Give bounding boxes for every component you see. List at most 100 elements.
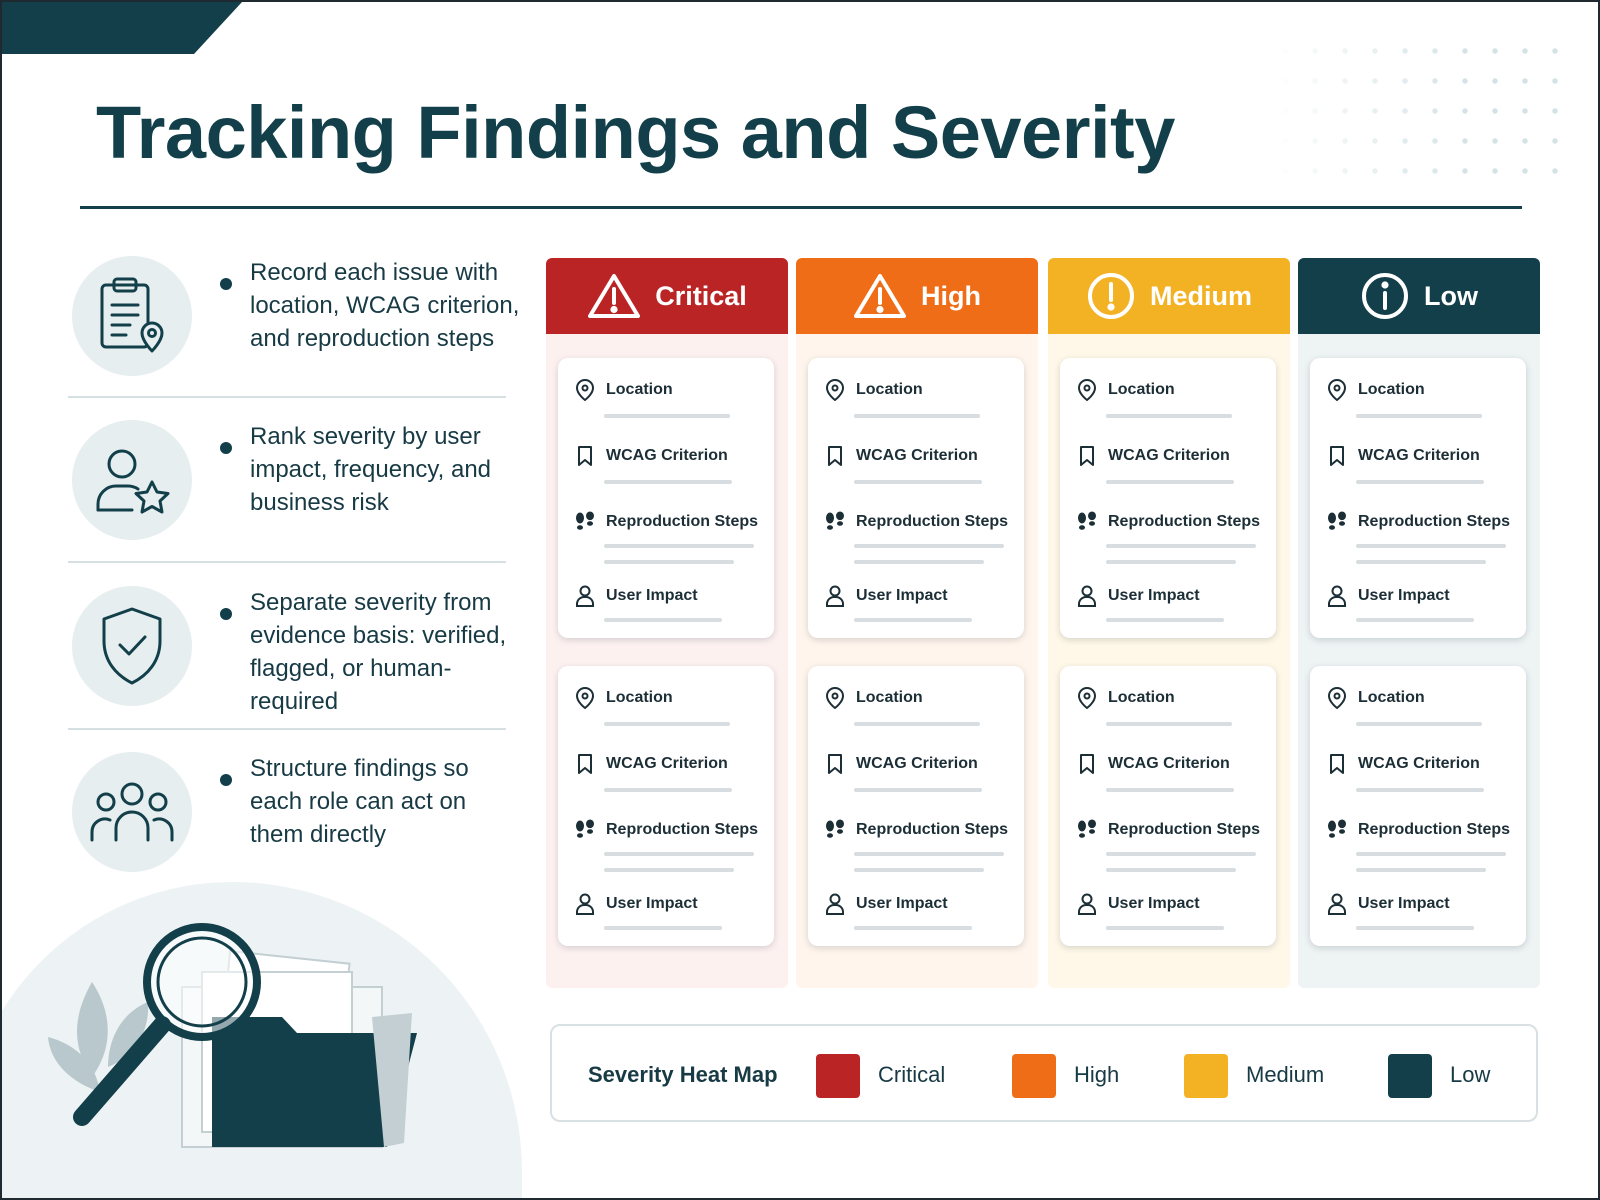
field-location: Location [824,376,923,404]
placeholder-line [1106,414,1232,418]
column-title: Low [1424,280,1478,311]
bullet-dot [220,608,232,620]
location-pin-icon [824,379,846,401]
footsteps-icon [574,511,596,533]
bullet-dot [220,278,232,290]
placeholder-line [1106,788,1234,792]
shield-check-icon [72,586,192,706]
footsteps-icon [824,511,846,533]
field-label: Location [1108,689,1175,706]
bullet-row-separate: Separate severity from evidence basis: v… [68,586,506,736]
placeholder-line [604,618,722,622]
bullet-text: Rank severity by user impact, frequency,… [250,423,492,516]
field-label: User Impact [606,587,698,604]
bullet-dot [220,774,232,786]
field-label: Location [856,689,923,706]
placeholder-line [854,868,984,872]
corner-accent-band [2,2,242,54]
field-wcag: WCAG Criterion [1326,442,1480,470]
bookmark-icon [1326,753,1348,775]
field-label: Location [606,381,673,398]
field-label: WCAG Criterion [1358,447,1480,464]
field-label: Reproduction Steps [856,513,1009,530]
field-wcag: WCAG Criterion [574,750,728,778]
title-divider [80,206,1522,209]
placeholder-line [1356,414,1482,418]
placeholder-line [1356,852,1506,856]
bookmark-icon [1076,753,1098,775]
page-title: Tracking Findings and Severity [96,91,1175,174]
row-divider [68,728,506,730]
field-impact: User Impact [574,582,698,610]
field-wcag: WCAG Criterion [574,442,728,470]
placeholder-line [854,852,1004,856]
field-label: User Impact [1108,895,1200,912]
field-label: User Impact [1358,895,1450,912]
location-pin-icon [1076,687,1098,709]
legend-label-medium: Medium [1246,1062,1325,1087]
placeholder-line [604,414,730,418]
bookmark-icon [1326,445,1348,467]
field-impact: User Impact [824,890,948,918]
footsteps-icon [1076,511,1098,533]
placeholder-line [1106,560,1236,564]
bookmark-icon [574,445,596,467]
field-label: User Impact [1108,587,1200,604]
field-steps: Reproduction Steps [824,508,1008,536]
field-label: Reproduction Steps [606,821,759,838]
placeholder-line [1356,560,1486,564]
placeholder-line [1106,618,1224,622]
field-label: WCAG Criterion [856,447,978,464]
row-divider [68,396,506,398]
placeholder-line [854,544,1004,548]
warning-triangle-icon [853,272,907,320]
field-wcag: WCAG Criterion [1076,750,1230,778]
legend-label-high: High [1074,1062,1120,1087]
bookmark-icon [574,753,596,775]
bullet-text: Structure findings so each role can act … [250,755,469,848]
field-impact: User Impact [1326,890,1450,918]
field-label: WCAG Criterion [1108,447,1230,464]
placeholder-line [604,560,734,564]
footsteps-icon [1326,819,1348,841]
field-steps: Reproduction Steps [1326,508,1510,536]
field-location: Location [574,684,673,712]
field-label: WCAG Criterion [1108,755,1230,772]
placeholder-line [1106,926,1224,930]
placeholder-line [1356,926,1474,930]
field-label: Reproduction Steps [1108,821,1261,838]
user-icon [1076,893,1098,915]
field-steps: Reproduction Steps [824,816,1008,844]
placeholder-line [854,722,980,726]
column-header: Low [1298,258,1540,334]
bullet-text: Record each issue with location, WCAG cr… [250,259,520,352]
placeholder-line [1356,618,1474,622]
legend-title: Severity Heat Map [588,1062,778,1087]
bullet-row-rank: Rank severity by user impact, frequency,… [68,420,506,570]
field-location: Location [1076,376,1175,404]
location-pin-icon [1076,379,1098,401]
field-location: Location [1076,684,1175,712]
info-circle-icon [1360,271,1410,321]
bookmark-icon [824,445,846,467]
field-label: User Impact [1358,587,1450,604]
placeholder-line [1106,544,1256,548]
placeholder-line [1106,868,1236,872]
magnifier-folder-illustration [48,923,417,1148]
user-star-icon [72,420,192,540]
column-header: Medium [1048,258,1290,334]
placeholder-line [604,788,732,792]
